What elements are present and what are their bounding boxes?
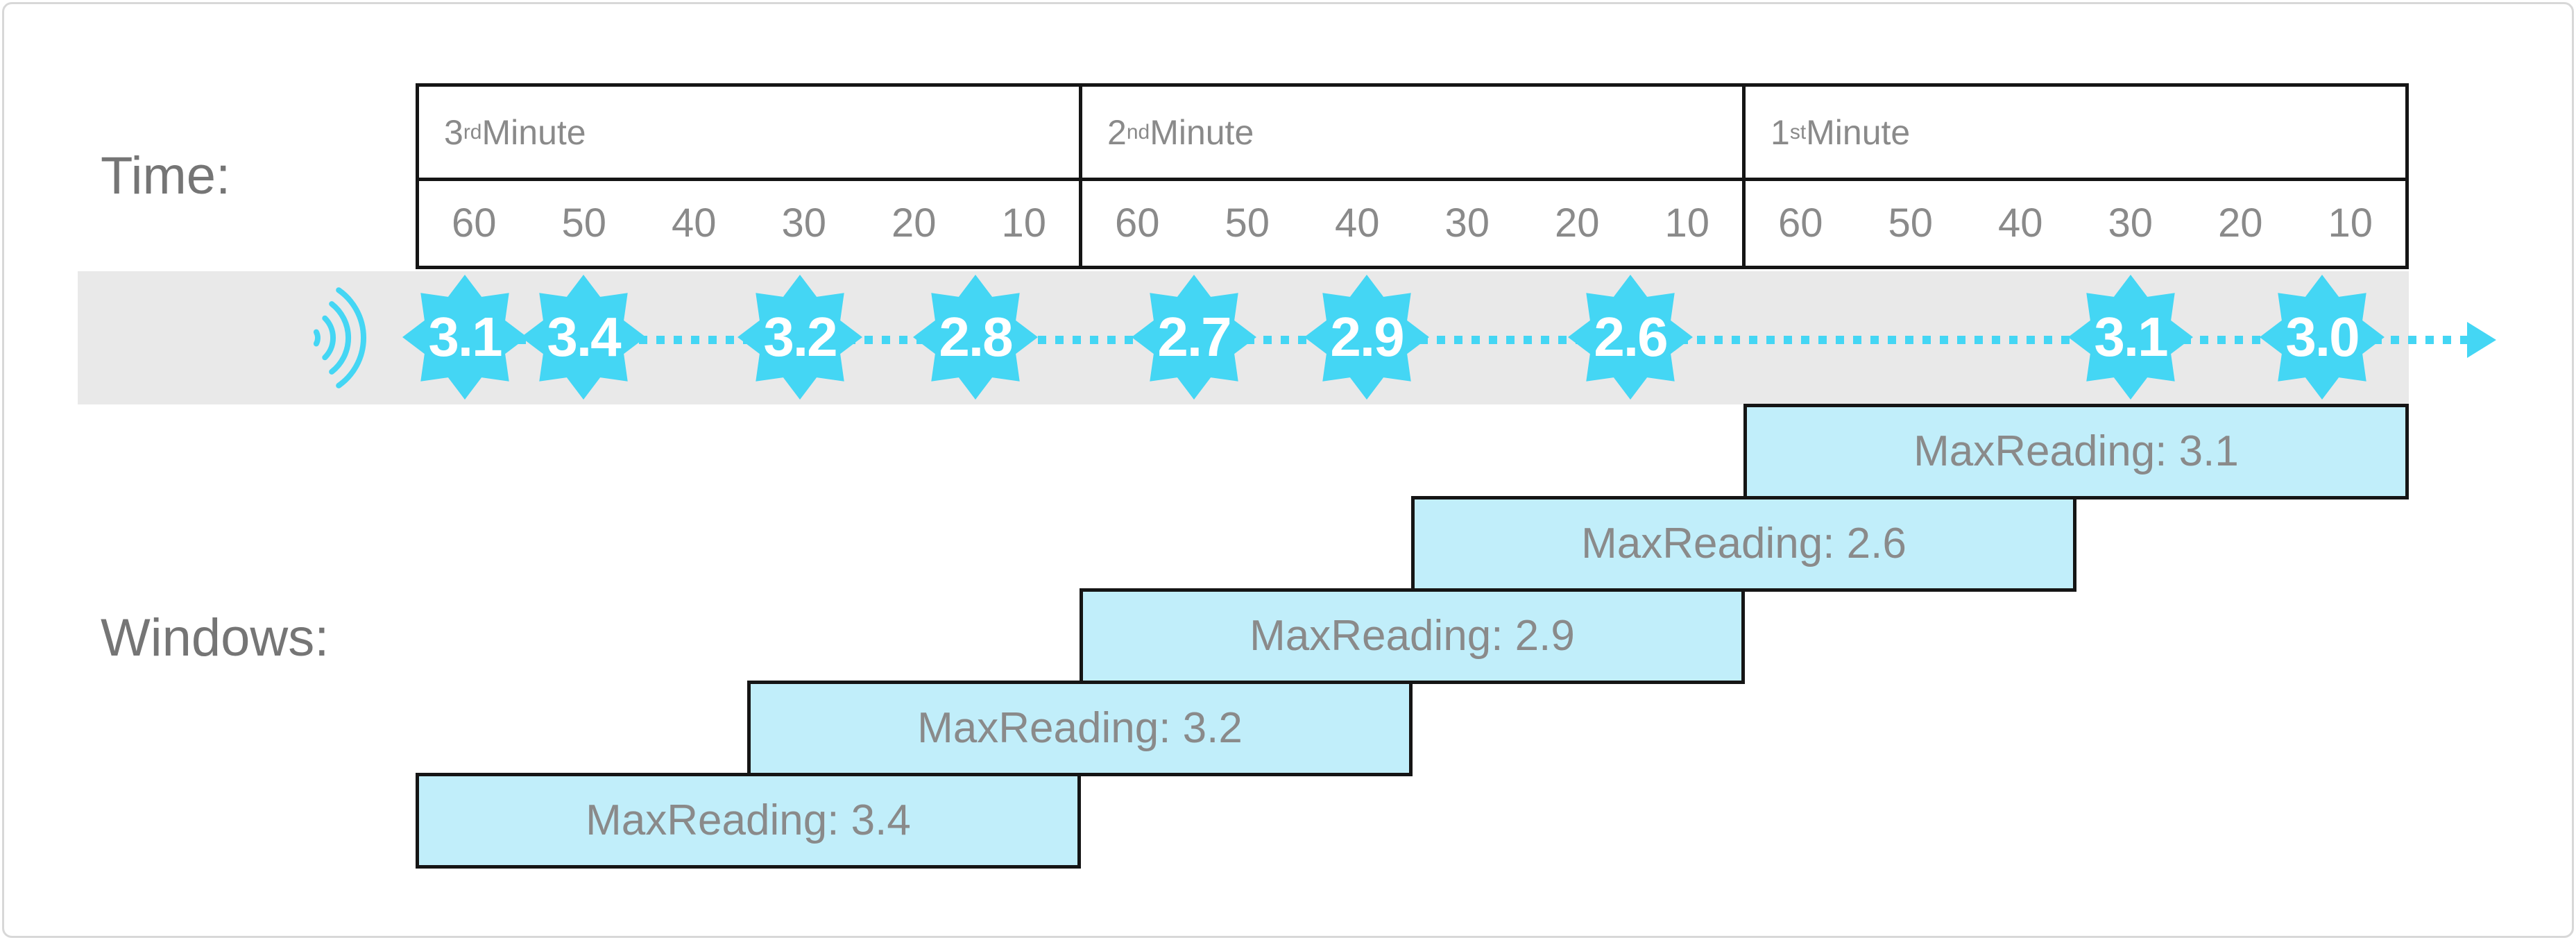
event-value: 3.1: [2094, 306, 2168, 368]
event-value: 2.8: [939, 306, 1013, 368]
tick-row: 60 50 40 30 20 10: [1082, 181, 1742, 266]
event-star: 2.7: [1132, 275, 1256, 400]
tick-label: 40: [671, 200, 717, 246]
event-star: 2.9: [1304, 275, 1429, 400]
tick-label: 20: [2217, 200, 2263, 246]
event-value: 2.7: [1157, 306, 1231, 368]
tick-label: 10: [1664, 200, 1709, 246]
tick-label: 40: [1997, 200, 2043, 246]
event-star: 2.6: [1568, 275, 1693, 400]
event-star: 3.0: [2260, 275, 2385, 400]
tick-label: 10: [2328, 200, 2373, 246]
tick-label: 50: [1888, 200, 1933, 246]
event-value: 3.1: [428, 306, 502, 368]
windows-row-label: Windows:: [101, 608, 330, 667]
ordinal-superscript: st: [1789, 120, 1807, 144]
event-value: 3.0: [2285, 306, 2360, 368]
timeline-arrowhead-icon: [2467, 322, 2496, 358]
event-star: 2.8: [913, 275, 1038, 400]
window-max-reading-label: MaxReading: 3.4: [586, 796, 911, 844]
window-max-reading-label: MaxReading: 3.1: [1913, 427, 2239, 475]
event-value: 3.4: [547, 306, 621, 368]
ordinal-superscript: rd: [463, 120, 482, 144]
time-row-label: Time:: [101, 146, 231, 205]
tick-label: 20: [1554, 200, 1600, 246]
tick-label: 50: [561, 200, 606, 246]
tick-row: 60 50 40 30 20 10: [419, 181, 1079, 266]
hopping-window-box: MaxReading: 2.9: [1080, 588, 1745, 684]
event-star: 3.2: [737, 275, 862, 400]
tick-label: 30: [1444, 200, 1490, 246]
tick-label: 20: [891, 200, 937, 246]
hopping-window-box: MaxReading: 2.6: [1411, 496, 2076, 592]
window-max-reading-label: MaxReading: 2.6: [1581, 520, 1907, 567]
event-star: 3.1: [402, 275, 527, 400]
event-star: 3.4: [521, 275, 646, 400]
event-value: 3.2: [763, 306, 837, 368]
tick-label: 60: [1777, 200, 1823, 246]
tick-label: 10: [1001, 200, 1046, 246]
hopping-window-box: MaxReading: 3.4: [416, 773, 1081, 869]
event-value: 2.9: [1330, 306, 1404, 368]
hopping-window-box: MaxReading: 3.1: [1743, 404, 2409, 499]
tick-label: 60: [1114, 200, 1160, 246]
hopping-window-box: MaxReading: 3.2: [747, 681, 1413, 776]
window-max-reading-label: MaxReading: 2.9: [1249, 612, 1575, 660]
tick-label: 30: [2108, 200, 2153, 246]
tick-row: 60 50 40 30 20 10: [1746, 181, 2405, 266]
window-max-reading-label: MaxReading: 3.2: [917, 704, 1243, 752]
event-value: 2.6: [1594, 306, 1668, 368]
tick-label: 60: [451, 200, 497, 246]
tick-label: 30: [781, 200, 826, 246]
event-star: 3.1: [2068, 275, 2193, 400]
tick-label: 50: [1225, 200, 1270, 246]
signal-waves-icon: [313, 287, 367, 388]
ordinal-superscript: nd: [1126, 120, 1150, 144]
tick-label: 40: [1334, 200, 1380, 246]
